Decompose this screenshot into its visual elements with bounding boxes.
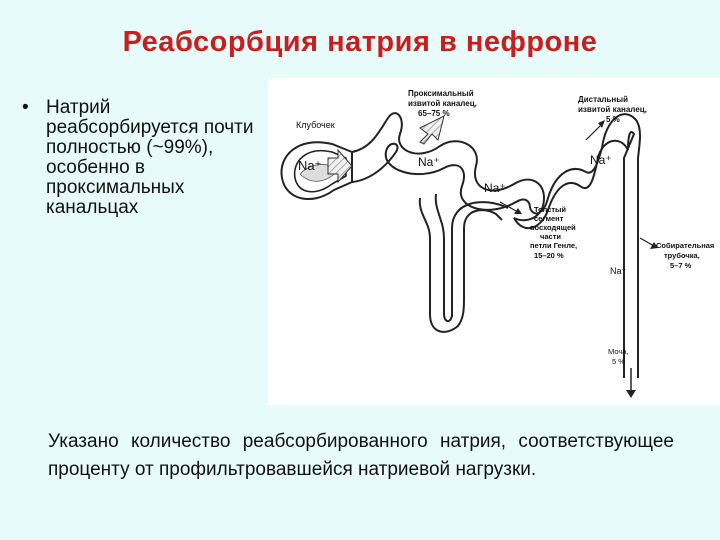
label-loop-3: восходящей <box>530 223 576 232</box>
label-collecting-pct: 5–7 % <box>670 261 692 270</box>
descending-limb <box>420 194 444 238</box>
label-collecting-1: Собирательная <box>656 241 714 250</box>
nephron-svg: Клубочек Проксимальный извитой каналец, … <box>268 78 720 405</box>
label-urine-1: Моча, <box>608 347 629 356</box>
na-label-collecting: Na⁺ <box>610 266 627 276</box>
bullet-text: Натрий реабсорбируется почти полностью (… <box>46 98 262 218</box>
label-urine-pct: 5 % <box>612 357 625 366</box>
na-label-distal: Na⁺ <box>590 153 612 167</box>
bullet-marker: • <box>22 98 29 118</box>
proximal-tubule <box>352 113 544 220</box>
label-proximal-pct: 65–75 % <box>418 109 450 118</box>
label-glomerulus: Клубочек <box>296 120 335 130</box>
arrow-glomerulus-na <box>328 150 352 182</box>
label-loop-pct: 15–20 % <box>534 251 564 260</box>
label-loop-4: части <box>540 232 561 241</box>
label-distal-1: Дистальный <box>578 95 628 104</box>
arrow-collecting <box>640 238 654 246</box>
label-proximal-2: извитой каналец, <box>408 99 477 108</box>
label-distal-pct: 5 % <box>606 115 620 124</box>
na-label-proximal: Na⁺ <box>418 155 440 169</box>
nephron-diagram: Клубочек Проксимальный извитой каналец, … <box>268 78 720 405</box>
na-label-glomerulus: Na⁺ <box>298 158 321 173</box>
arrow-proximal-up <box>420 116 444 144</box>
slide-title: Реабсорбция натрия в нефроне <box>0 26 720 59</box>
label-distal-2: извитой каналец, <box>578 105 647 114</box>
label-collecting-2: трубочка, <box>664 251 700 260</box>
label-loop-2: сегмент <box>534 214 564 223</box>
bullet-point: • Натрий реабсорбируется почти полностью… <box>22 98 262 218</box>
arrowhead-urine <box>626 390 636 398</box>
label-loop-1: Толстый <box>534 205 566 214</box>
arrow-distal <box>586 124 602 140</box>
caption-text: Указано количество реабсорбированного на… <box>48 428 674 484</box>
label-proximal-1: Проксимальный <box>408 89 474 98</box>
label-loop-5: петли Генле, <box>530 241 577 250</box>
na-label-loop: Na⁺ <box>484 181 506 195</box>
